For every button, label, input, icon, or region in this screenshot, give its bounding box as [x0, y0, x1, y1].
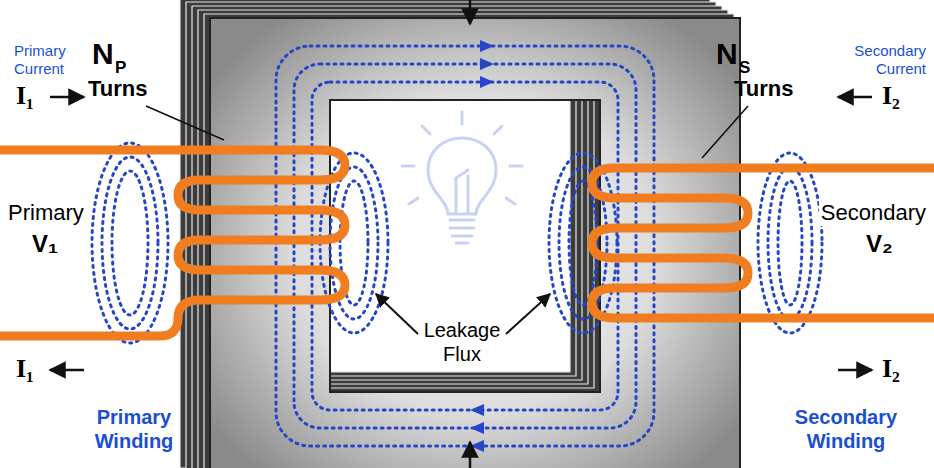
leader-arrow	[506, 294, 550, 334]
pointer-arrow	[469, 442, 472, 468]
flux-line	[276, 46, 654, 446]
flux-arrowhead	[470, 404, 484, 452]
current-arrow	[50, 96, 84, 99]
current-symbol: I₂	[882, 80, 900, 111]
winding-label: Secondary Winding	[778, 405, 914, 453]
current-label: Primary Current	[14, 42, 94, 78]
winding-label: Primary Winding	[74, 405, 194, 453]
current-symbol: I₁	[16, 353, 34, 384]
voltage-symbol: V₂	[864, 230, 895, 259]
leader-line	[146, 106, 224, 140]
turns-symbol: N	[92, 36, 114, 72]
turns-subscript: S	[739, 58, 750, 78]
leakage-flux-label: Leakage Flux	[412, 318, 512, 366]
flux-arrowhead	[480, 40, 494, 88]
current-arrow	[838, 369, 872, 372]
turns-symbol: N	[716, 36, 738, 72]
current-symbol: I₁	[16, 80, 34, 111]
primary-winding-coil	[0, 150, 345, 336]
turns-label: Turns	[88, 76, 147, 102]
turns-label: Turns	[734, 76, 793, 102]
secondary-winding-coil	[592, 168, 934, 318]
current-label: Secondary Current	[826, 42, 926, 78]
voltage-label: Secondary	[819, 200, 928, 226]
voltage-symbol: V₁	[30, 230, 60, 259]
current-arrow	[838, 96, 872, 99]
turns-subscript: P	[115, 58, 126, 78]
current-symbol: I₂	[882, 353, 900, 384]
flux-line	[312, 82, 618, 410]
pointer-arrow	[469, 0, 472, 24]
leader-arrow	[376, 294, 418, 334]
light-bulb-icon	[402, 112, 522, 243]
current-arrow	[50, 369, 84, 372]
leader-line	[702, 106, 748, 158]
flux-line	[294, 64, 636, 428]
voltage-label: Primary	[6, 200, 86, 226]
